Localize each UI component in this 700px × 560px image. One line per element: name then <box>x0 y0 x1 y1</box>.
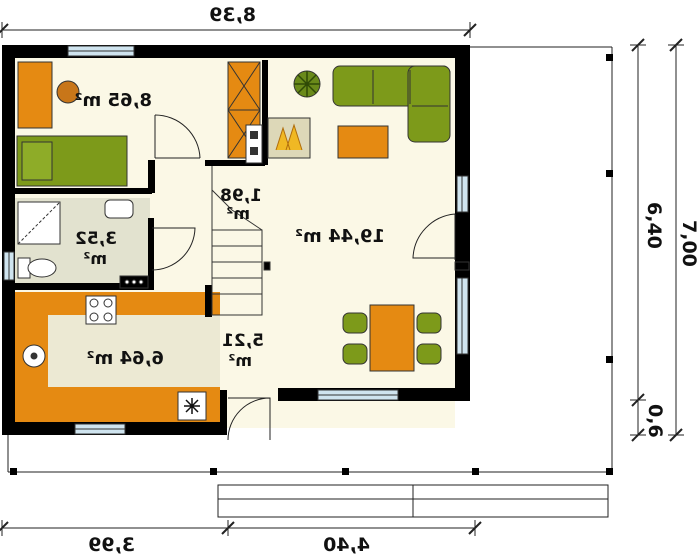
living-unit: m² <box>295 226 322 247</box>
doors <box>151 114 456 441</box>
fireplace-icon <box>267 117 311 159</box>
sofa <box>332 65 451 143</box>
bathroom-area: 3,52 <box>75 229 117 249</box>
door-entrance <box>227 397 271 441</box>
bedroom-label: 8,65 m² <box>75 90 152 111</box>
svg-text:6,64 m²: 6,64 m² <box>87 348 164 369</box>
dim-top-total: 8,39 <box>209 4 256 26</box>
bedroom-area: 8,65 <box>108 90 152 111</box>
kitchen-label: 6,64 m² <box>87 348 164 369</box>
stove-unit <box>245 124 263 164</box>
door-living <box>412 213 456 260</box>
dim-right-outer: 7,00 <box>678 220 700 267</box>
kitchen-area: 6,64 <box>120 348 164 369</box>
plant-icon <box>293 70 321 98</box>
wardrobe <box>17 61 53 129</box>
bathroom-fixtures <box>17 199 134 279</box>
dimension-right: 6,40 7,00 0,6 <box>630 38 700 442</box>
stairs <box>211 166 470 316</box>
dim-bottom-right: 4,40 <box>323 534 370 556</box>
bedroom-unit: m² <box>75 90 102 111</box>
bathroom-unit: m² <box>83 249 107 268</box>
dining-set <box>342 304 442 372</box>
terrace-outline <box>7 46 613 518</box>
living-label: 19,44 m² <box>295 226 385 247</box>
toilet-icon <box>17 257 57 279</box>
hall-label: 5,21 m² <box>222 331 264 370</box>
dimension-top: 8,39 <box>0 4 477 38</box>
chair-icon <box>56 80 80 104</box>
stair-room-unit: m² <box>226 204 250 223</box>
cooktop-icon <box>85 295 117 325</box>
door-bathroom <box>151 227 196 271</box>
shower <box>17 201 61 245</box>
dimension-bottom: 3,99 4,40 <box>0 520 482 556</box>
kitchen-unit: m² <box>87 348 114 369</box>
room-labels: 8,65 m² 19,44 m² 1,98 m² 3,52 m² 6,64 m²… <box>75 90 385 370</box>
kitchen-fixtures <box>22 275 207 421</box>
hall-area: 5,21 <box>222 331 264 351</box>
svg-text:19,44 m²: 19,44 m² <box>295 226 385 247</box>
dim-right-small: 0,6 <box>644 404 666 438</box>
kitchen-sink-icon <box>22 344 46 368</box>
stair-room-area: 1,98 <box>220 186 262 206</box>
sink-bathroom <box>104 199 134 219</box>
bathroom-label: 3,52 m² <box>75 229 117 268</box>
bedroom-furniture <box>16 61 261 187</box>
coffee-table <box>337 125 389 159</box>
svg-text:8,65 m²: 8,65 m² <box>75 90 152 111</box>
windows <box>3 45 469 435</box>
stair-room-label: 1,98 m² <box>220 186 262 223</box>
door-bedroom <box>154 114 201 159</box>
fan-icon <box>177 391 207 421</box>
living-area: 19,44 <box>328 226 385 247</box>
dim-right-inner: 6,40 <box>643 202 665 249</box>
dim-bottom-left: 3,99 <box>88 534 135 556</box>
hall-unit: m² <box>228 351 252 370</box>
living-furniture <box>245 65 451 372</box>
